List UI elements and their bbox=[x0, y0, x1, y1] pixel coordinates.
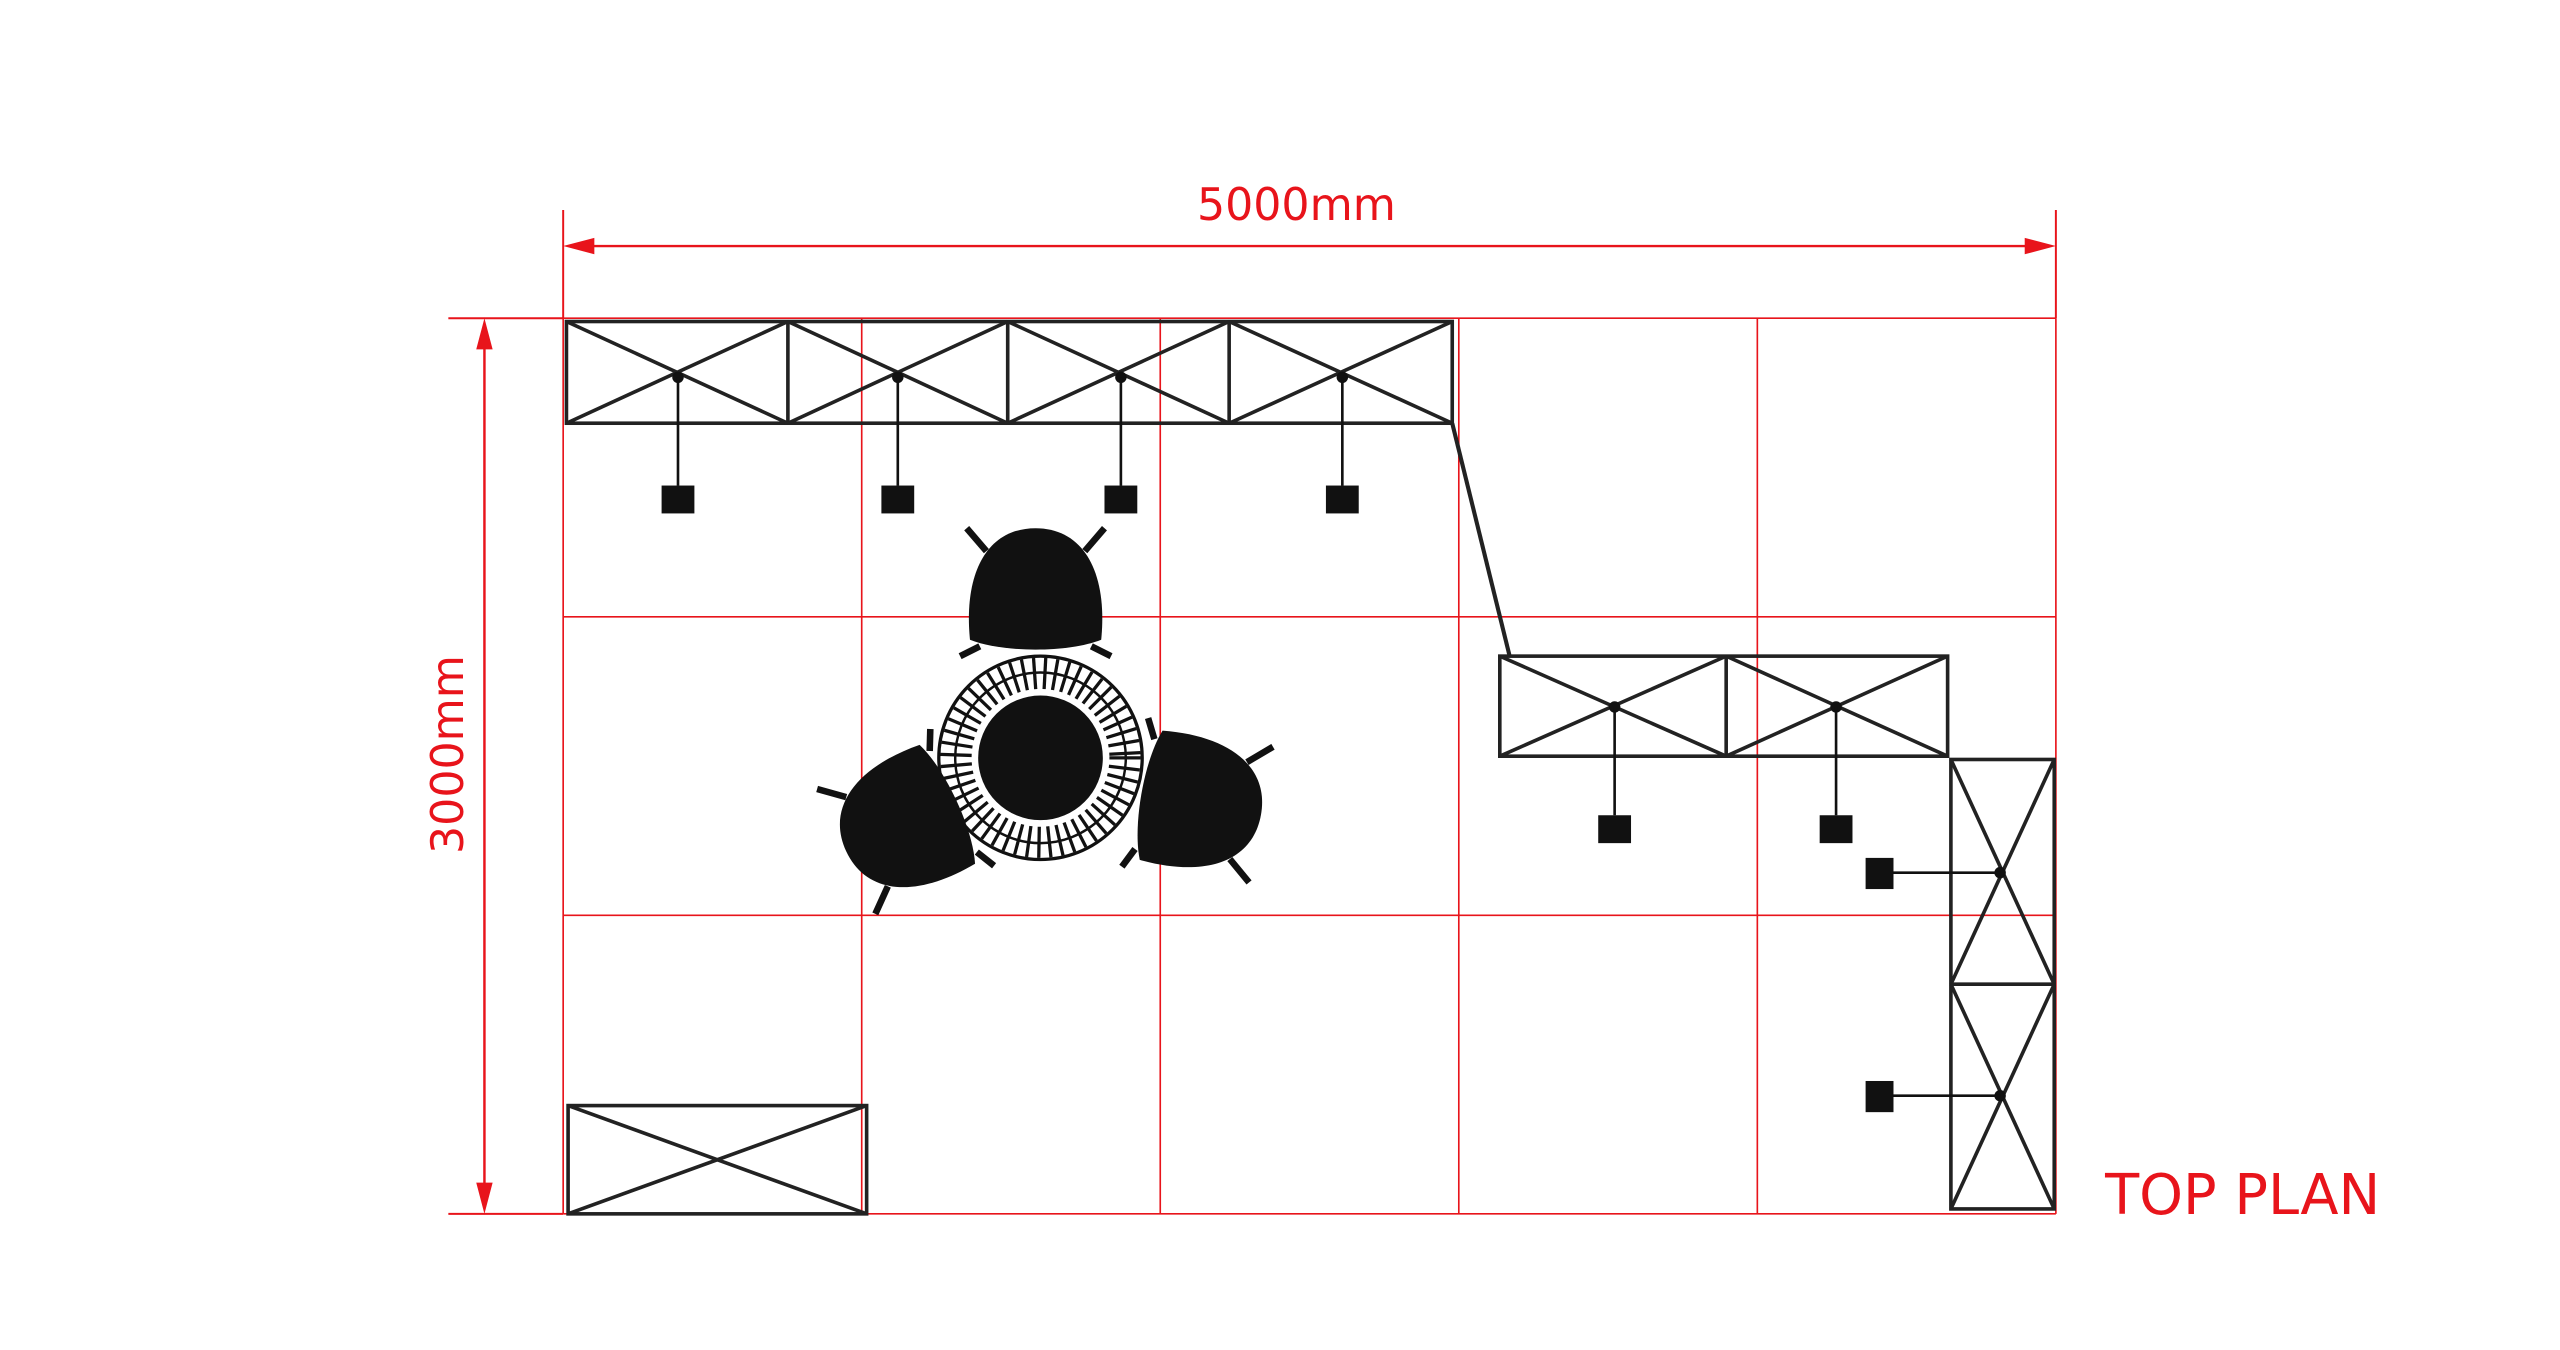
drawing-title: TOP PLAN bbox=[2104, 1163, 2380, 1228]
table-slat bbox=[1104, 780, 1135, 796]
chair-leg bbox=[1119, 847, 1138, 869]
spotlight-icon bbox=[1819, 815, 1853, 844]
table-slat bbox=[1106, 772, 1138, 784]
table-slat bbox=[959, 696, 987, 718]
table-slat bbox=[1100, 788, 1130, 807]
table-slat bbox=[1108, 764, 1141, 772]
table-slat bbox=[1019, 659, 1029, 691]
table-slat bbox=[1090, 802, 1116, 827]
spotlight-icon bbox=[1104, 485, 1138, 514]
table-slat bbox=[1096, 796, 1124, 817]
chair-leg bbox=[964, 526, 989, 554]
chair-leg bbox=[1144, 717, 1158, 741]
chair-leg bbox=[816, 785, 848, 801]
bottom-left-truss bbox=[566, 1103, 869, 1216]
table-slat bbox=[1042, 657, 1048, 690]
spotlights bbox=[661, 371, 2006, 1113]
chair-icon bbox=[958, 526, 1113, 660]
table-slat bbox=[1074, 671, 1094, 700]
dimension-lines: 5000mm 3000mm TOP PLAN bbox=[423, 180, 2380, 1228]
table-slat bbox=[1037, 826, 1041, 858]
table-slat bbox=[1109, 750, 1141, 756]
table-slat bbox=[1088, 685, 1113, 711]
chair-leg bbox=[1245, 743, 1275, 765]
table-slat bbox=[947, 717, 978, 733]
table-slat bbox=[941, 740, 973, 749]
top-truss bbox=[564, 319, 1455, 426]
spotlight-icon bbox=[1865, 1080, 1894, 1113]
table-slat bbox=[1024, 825, 1033, 858]
spotlight-icon bbox=[1325, 485, 1359, 514]
chair-icon bbox=[1119, 717, 1275, 885]
table-slat bbox=[940, 752, 972, 758]
width-dimension-label: 5000mm bbox=[1197, 180, 1396, 231]
chair-leg bbox=[974, 849, 997, 869]
chair-leg bbox=[872, 884, 891, 916]
table-slat bbox=[1062, 822, 1077, 853]
spotlight-icon bbox=[1598, 815, 1632, 844]
arrowhead-bottom bbox=[476, 1182, 493, 1214]
truss-frame bbox=[1498, 654, 1950, 759]
table-slat bbox=[1013, 823, 1025, 855]
table-slat bbox=[1054, 824, 1065, 856]
chair-leg bbox=[1082, 526, 1107, 554]
table-slat bbox=[996, 666, 1013, 697]
arrowhead-top bbox=[476, 318, 493, 350]
table-slat bbox=[1084, 808, 1108, 835]
table-slat bbox=[1067, 665, 1083, 696]
spotlight-icon bbox=[1865, 857, 1894, 890]
chair-seat bbox=[839, 744, 976, 888]
table-slat bbox=[942, 770, 974, 781]
chair-leg bbox=[958, 643, 982, 660]
table-slat bbox=[943, 728, 975, 741]
truss-connector bbox=[1450, 422, 1512, 657]
table-slat bbox=[953, 706, 982, 725]
table-slat bbox=[955, 793, 984, 814]
chair-leg bbox=[1227, 856, 1252, 885]
chair-leg bbox=[926, 728, 934, 752]
spotlight-icon bbox=[661, 485, 695, 514]
arrowhead-right bbox=[2024, 237, 2056, 255]
chair-seat bbox=[1137, 730, 1263, 868]
table-slat bbox=[962, 800, 989, 824]
truss-brace bbox=[567, 1103, 868, 1216]
grid bbox=[562, 317, 2057, 1215]
table-slat bbox=[945, 778, 976, 792]
round-table bbox=[937, 654, 1144, 862]
table-slat bbox=[1008, 662, 1021, 693]
table-slat bbox=[980, 812, 1002, 840]
table-slat bbox=[967, 687, 993, 712]
table-slat bbox=[940, 762, 973, 769]
furniture bbox=[816, 526, 1275, 916]
middle-truss bbox=[1498, 654, 1950, 759]
table-slat bbox=[1046, 826, 1053, 858]
table-slat bbox=[1001, 821, 1017, 852]
table-slat bbox=[1059, 661, 1072, 693]
spotlight-icon bbox=[881, 485, 915, 514]
table-slat bbox=[1105, 727, 1137, 740]
table-slat bbox=[976, 679, 999, 706]
chair-seat bbox=[968, 528, 1103, 650]
chair-icon bbox=[816, 728, 997, 916]
arrowhead-left bbox=[563, 237, 595, 255]
table-slat bbox=[1102, 715, 1133, 732]
chair-leg bbox=[1089, 643, 1113, 660]
table-slat bbox=[1031, 657, 1038, 690]
table-top bbox=[978, 695, 1103, 821]
table-slat bbox=[1081, 677, 1104, 705]
table-slat bbox=[971, 807, 995, 833]
table-slat bbox=[1098, 704, 1128, 724]
table-slat bbox=[1070, 818, 1088, 848]
table-slat bbox=[1050, 659, 1060, 691]
truss-frame bbox=[566, 1103, 869, 1216]
table-slat bbox=[1077, 814, 1098, 842]
table-slat bbox=[990, 817, 1009, 847]
table-slat bbox=[986, 672, 1006, 701]
right-truss bbox=[1949, 757, 2057, 1211]
depth-dimension-label: 3000mm bbox=[423, 655, 474, 854]
table-slat bbox=[1093, 694, 1121, 717]
trusses bbox=[564, 319, 2057, 1216]
table-slat bbox=[1108, 738, 1140, 748]
